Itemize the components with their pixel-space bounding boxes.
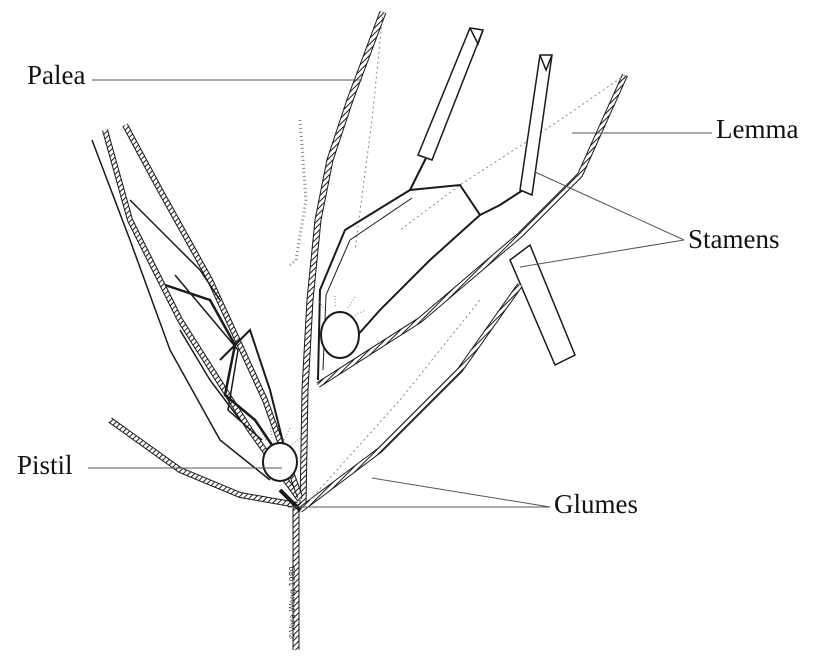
lemma-label: Lemma bbox=[716, 116, 798, 143]
right-floret bbox=[318, 28, 625, 385]
stamens-leader-2 bbox=[520, 240, 684, 267]
stamens-label: Stamens bbox=[688, 226, 780, 253]
palea-label: Palea bbox=[27, 62, 85, 89]
stamens-leader-1 bbox=[535, 172, 684, 240]
central-awn bbox=[290, 120, 306, 265]
glumes-label: Glumes bbox=[554, 491, 638, 518]
glumes-leader-1 bbox=[372, 478, 550, 507]
leader-lines bbox=[88, 80, 712, 507]
glumes bbox=[280, 285, 520, 510]
pistil-label: Pistil bbox=[17, 452, 73, 479]
left-floret bbox=[92, 125, 300, 505]
artist-signature: ©Vera Wong 1989 bbox=[288, 566, 297, 640]
